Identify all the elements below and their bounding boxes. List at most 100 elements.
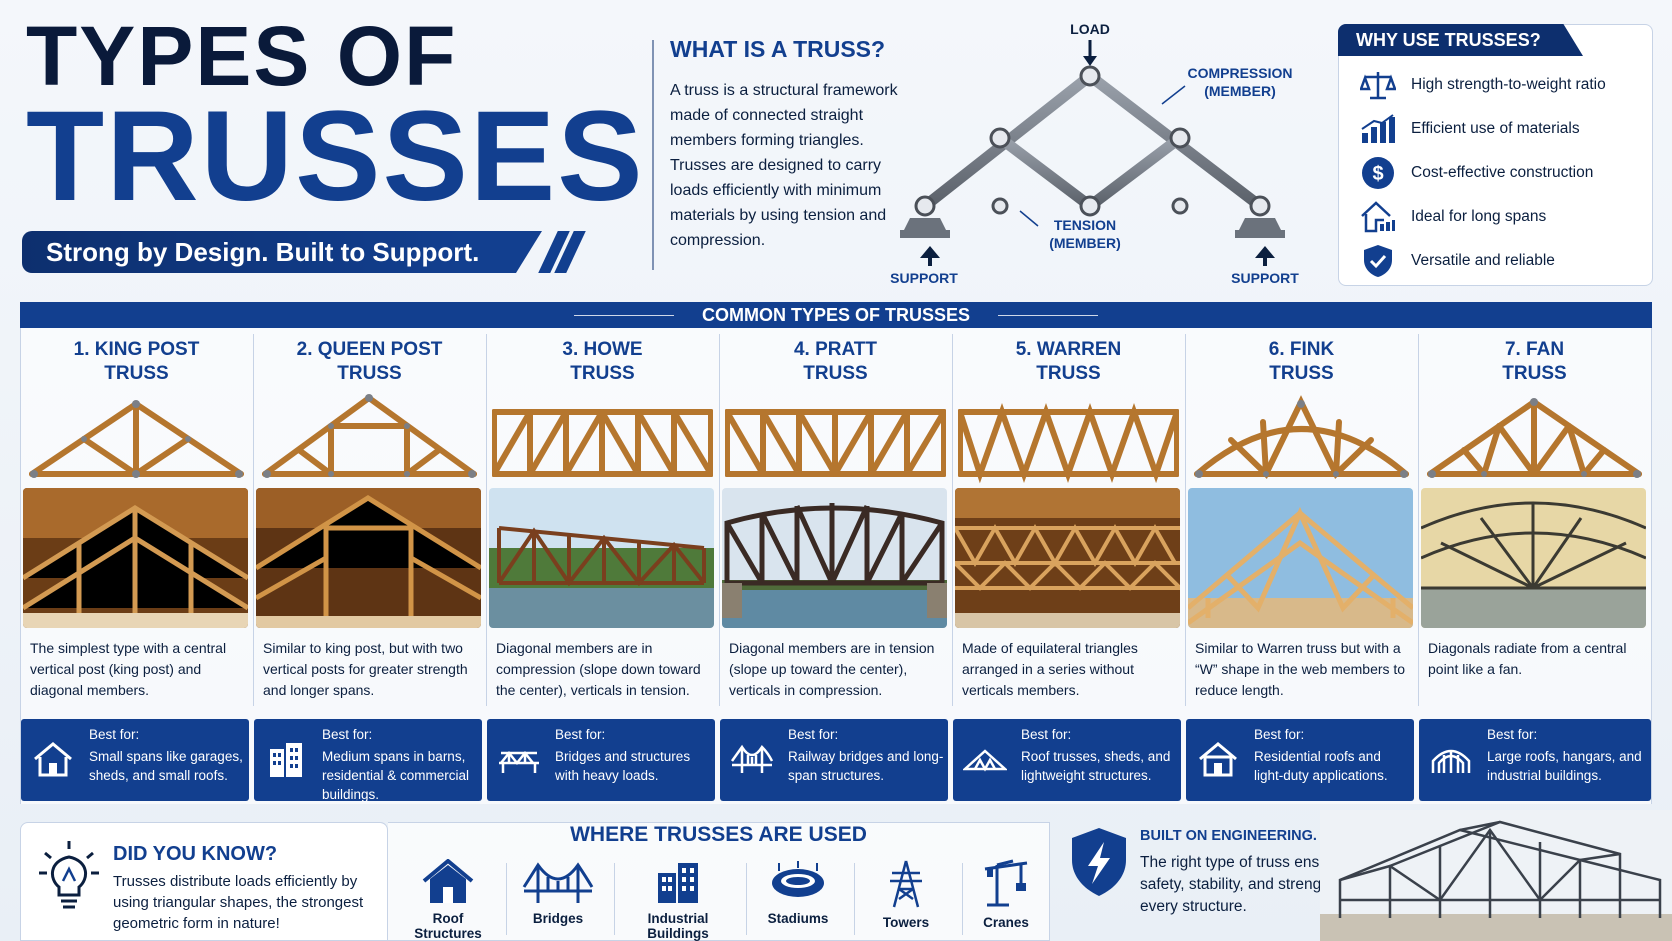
tension-label-2: (MEMBER)	[1049, 235, 1121, 251]
best-for-label: Best for:	[322, 727, 373, 742]
best-for-text: Small spans like garages, sheds, and sma…	[89, 749, 243, 783]
support-arrow-left-icon	[920, 246, 940, 266]
why-box: WHY USE TRUSSES? High strength-to-weight…	[1338, 24, 1653, 286]
crane-icon	[984, 859, 1028, 907]
warren-photo	[955, 488, 1180, 628]
why-item: High strength-to-weight ratio	[1357, 65, 1606, 105]
where-item: Cranes	[964, 859, 1048, 930]
steel-frame-illustration	[1320, 810, 1672, 941]
lightbulb-icon	[39, 841, 99, 909]
best-for-text: Residential roofs and light-duty applica…	[1254, 749, 1388, 783]
did-you-know-title: DID YOU KNOW?	[113, 843, 278, 865]
best-for-box: Best for: Bridges and structures with he…	[487, 719, 715, 801]
why-item: Ideal for long spans	[1357, 197, 1546, 237]
section-divider	[652, 40, 654, 270]
card-desc: The simplest type with a central vertica…	[30, 640, 227, 698]
where-item: Towers	[856, 859, 956, 930]
why-item-label: High strength-to-weight ratio	[1411, 76, 1606, 93]
tower-icon	[890, 860, 922, 908]
compression-pointer	[1161, 85, 1186, 105]
title-block: TYPES OF TRUSSES	[26, 9, 645, 228]
best-for-label: Best for:	[1487, 727, 1538, 742]
card-desc: Diagonal members are in tension (slope u…	[729, 640, 935, 698]
what-title: WHAT IS A TRUSS?	[670, 36, 886, 62]
best-for-text: Roof trusses, sheds, and lightweight str…	[1021, 749, 1171, 783]
card-desc: Similar to king post, but with two verti…	[263, 640, 468, 698]
best-for-box: Best for: Roof trusses, sheds, and light…	[953, 719, 1181, 801]
svg-text:$: $	[1372, 163, 1383, 185]
fan-photo	[1421, 488, 1646, 628]
best-for-text: Large roofs, hangars, and industrial bui…	[1487, 749, 1642, 783]
building-icon	[270, 743, 302, 777]
best-for-label: Best for:	[788, 727, 839, 742]
best-for-label: Best for:	[1254, 727, 1305, 742]
best-for-text: Medium spans in barns, residential & com…	[322, 749, 470, 802]
best-for-box: Best for: Residential roofs and light-du…	[1186, 719, 1414, 801]
factory-icon	[658, 863, 698, 903]
fan-truss-drawing	[1427, 398, 1642, 478]
bar-chart-icon	[1357, 112, 1399, 146]
page-title-line2: TRUSSES	[26, 85, 645, 228]
best-for-box: Best for: Large roofs, hangars, and indu…	[1419, 719, 1651, 801]
types-bar-line	[998, 315, 1098, 316]
house-icon	[34, 742, 72, 777]
best-for-box: Best for: Small spans like garages, shed…	[21, 719, 249, 801]
compression-label-1: COMPRESSION	[1187, 65, 1292, 81]
diagram-supports	[900, 218, 1285, 238]
tagline: Strong by Design. Built to Support.	[22, 231, 542, 273]
king-post-photo	[23, 488, 248, 628]
support-arrow-right-icon	[1255, 246, 1275, 266]
shield-check-icon	[1357, 244, 1399, 278]
why-item-label: Cost-effective construction	[1411, 164, 1594, 181]
page-title-line1: TYPES OF	[26, 9, 458, 103]
best-for-label: Best for:	[555, 727, 606, 742]
bridge-icon	[499, 750, 539, 773]
fink-truss-drawing	[1194, 395, 1409, 480]
pratt-truss-drawing	[725, 409, 946, 477]
support-label-left: SUPPORT	[890, 270, 958, 286]
diagram-joints	[914, 65, 1271, 217]
card-desc: Similar to Warren truss but with a “W” s…	[1195, 640, 1406, 698]
stadium-icon	[772, 861, 824, 897]
where-item: Bridges	[508, 859, 608, 926]
types-title: COMMON TYPES OF TRUSSES	[680, 302, 992, 328]
truss-roof-icon	[963, 749, 1007, 772]
king-post-truss-drawing	[29, 400, 244, 478]
load-label: LOAD	[1070, 21, 1110, 37]
did-you-know-box: DID YOU KNOW? Trusses distribute loads e…	[20, 822, 388, 941]
best-for-text: Railway bridges and long-span structures…	[788, 749, 944, 783]
built-text: The right type of truss ensures safety, …	[1140, 854, 1357, 915]
roof-icon	[422, 859, 474, 903]
dollar-icon: $	[1357, 156, 1399, 190]
best-for-label: Best for:	[1021, 727, 1072, 742]
card-desc: Diagonal members are in compression (slo…	[496, 640, 701, 698]
fink-photo	[1188, 488, 1413, 628]
where-used-box: WHERE TRUSSES ARE USED Roof Structures B…	[388, 822, 1050, 941]
why-item-label: Efficient use of materials	[1411, 120, 1580, 137]
howe-photo	[489, 488, 714, 628]
best-for-label: Best for:	[89, 727, 140, 742]
why-item-label: Versatile and reliable	[1411, 252, 1555, 269]
best-for-box: Best for: Railway bridges and long-span …	[720, 719, 948, 801]
why-item: $ Cost-effective construction	[1357, 153, 1593, 193]
compression-label-2: (MEMBER)	[1204, 83, 1276, 99]
support-label-right: SUPPORT	[1231, 270, 1299, 286]
card-desc: Diagonals radiate from a central point l…	[1428, 640, 1627, 677]
card-desc: Made of equilateral triangles arranged i…	[962, 640, 1138, 698]
why-item: Versatile and reliable	[1357, 241, 1555, 281]
where-item: Stadiums	[748, 859, 848, 926]
house-span-icon	[1357, 200, 1399, 234]
where-item: Industrial Buildings	[616, 859, 740, 941]
